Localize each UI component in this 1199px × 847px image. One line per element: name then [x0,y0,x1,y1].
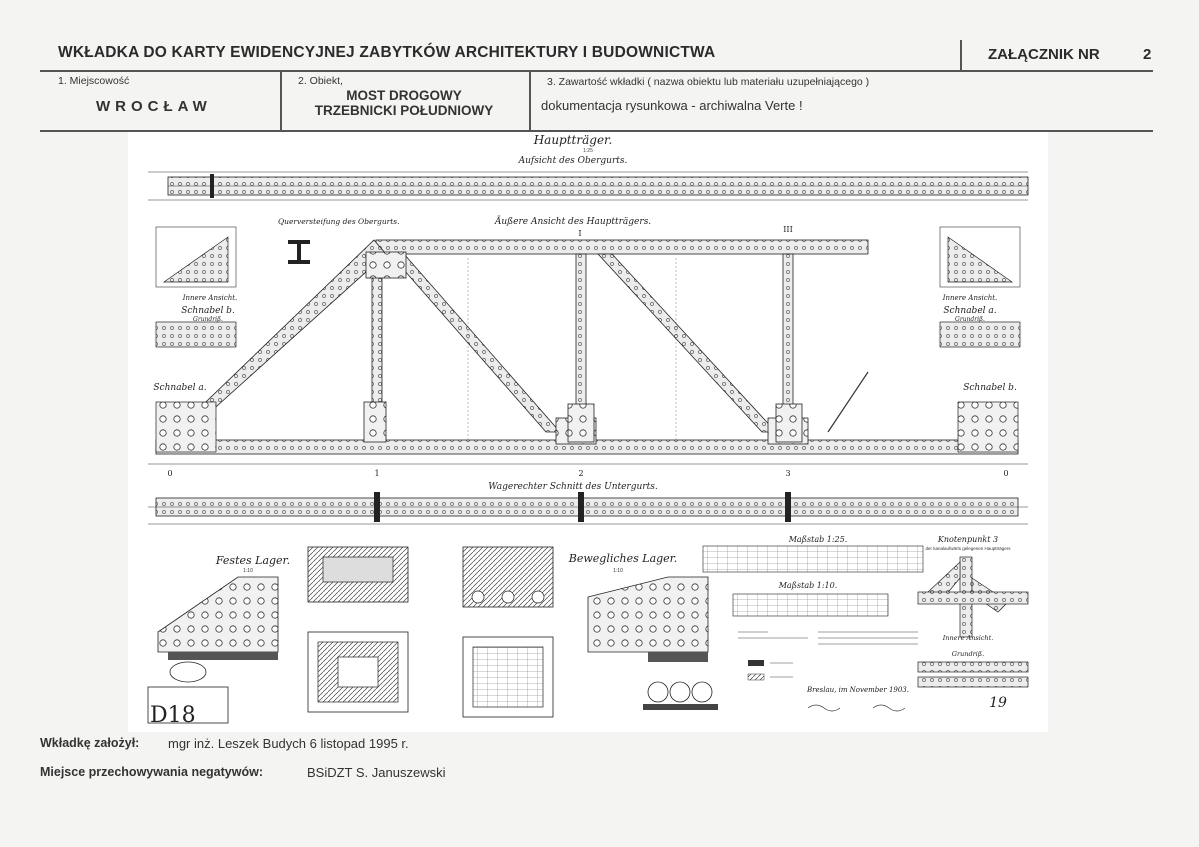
column-separator-1 [280,72,282,130]
label-top-chord-view: Aufsicht des Obergurts. [518,156,628,166]
object-name-line-2: TRZEBNICKI POŁUDNIOWY [314,103,494,118]
locality-label: 1. Miejscowość [58,75,130,87]
node-mark-3: 3 [785,469,790,478]
node-mark-1: 1 [374,469,379,478]
annex-label: ZAŁĄCZNIK NR [988,46,1100,63]
negatives-label: Miejsce przechowywania negatywów: [40,765,263,779]
object-name-line-1: MOST DROGOWY [346,88,462,103]
panel-mark-1: I [578,229,581,238]
label-outer-view: Äußere Ansicht des Hauptträgers. [494,215,651,227]
label-node-point-note: der kanalaufwärts gelegenen Hauptträgers [925,546,1011,551]
node-mark-0-right: 0 [1003,469,1008,478]
author-label: Wkładkę założył: [40,736,140,750]
form-title: WKŁADKA DO KARTY EWIDENCYJNEJ ZABYTKÓW A… [58,44,716,61]
lower-chord-section [148,492,1028,525]
label-grundriss-node: Grundriß. [952,650,984,658]
truss-elevation: I III 0 1 2 3 0 [148,225,1028,478]
fixed-bearing-drawing: D18 [147,546,409,728]
drawing-scale-top: 1:25 [583,148,593,154]
notes-block [738,631,918,681]
label-schnabel-b-left: Schnabel b. [181,306,235,316]
label-schnabel-a-right: Schnabel a. [943,306,996,316]
label-movable-bearing-scale: 1:10 [613,568,623,574]
label-inner-view-node: Innere Ansicht. [942,634,994,642]
top-chord-plan [148,171,1029,201]
label-grundriss-left: Grundriß. [193,316,223,323]
top-rule [40,70,1153,72]
bottom-rule [40,130,1153,132]
signatures [807,704,906,712]
label-fixed-bearing: Festes Lager. [215,554,290,567]
content-value: dokumentacja rysunkowa - archiwalna Vert… [541,98,803,113]
node-mark-2: 2 [578,469,583,478]
left-end-details: Innere Ansicht. Schnabel b. Grundriß. Sc… [153,226,238,453]
node-mark-0-left: 0 [167,469,172,478]
object-name: MOST DROGOWY TRZEBNICKI POŁUDNIOWY [286,88,522,118]
label-horizontal-section: Wagerechter Schnitt des Untergurts. [488,482,658,492]
cross-stiffening-detail [288,240,310,264]
label-inner-view-left: Innere Ansicht. [182,294,238,302]
locality-value: WROCŁAW [96,98,212,115]
scale-bar-25 [702,545,924,573]
label-scale-25: Maßstab 1:25. [788,535,848,544]
annex-number: 2 [1143,46,1152,63]
label-scale-10: Maßstab 1:10. [778,581,838,590]
scale-bar-10 [732,593,889,617]
label-cross-stiffening: Querversteifung des Obergurts. [278,217,400,226]
drawing-title: Hauptträger. [533,133,613,147]
panel-mark-2: III [783,225,792,234]
object-label: 2. Obiekt, [298,75,343,87]
column-separator-2 [529,72,531,130]
sheet-number: 19 [989,695,1007,711]
label-movable-bearing: Bewegliches Lager. [568,552,677,565]
author-value: mgr inż. Leszek Budych 6 listopad 1995 r… [168,736,409,751]
technical-drawing: Hauptträger. 1:25 Aufsicht des Obergurts… [128,132,1048,732]
label-node-point: Knotenpunkt 3 [937,535,998,544]
sheet-mark: D18 [150,703,196,728]
right-end-details: Innere Ansicht. Schnabel a. Grundriß. Sc… [939,226,1021,453]
label-schnabel-a-left: Schnabel a. [153,383,206,393]
movable-bearing-drawing [462,546,718,718]
label-fixed-bearing-scale: 1:10 [243,568,253,574]
negatives-value: BSiDZT S. Januszewski [307,765,446,780]
label-schnabel-b-right: Schnabel b. [963,383,1017,393]
content-label: 3. Zawartość wkładki ( nazwa obiektu lub… [547,76,870,88]
label-grundriss-right: Grundriß. [955,316,985,323]
node-detail-drawing [917,556,1029,688]
header-divider [960,40,962,70]
place-and-date: Breslau, im November 1903. [806,686,909,694]
label-inner-view-right: Innere Ansicht. [942,294,998,302]
